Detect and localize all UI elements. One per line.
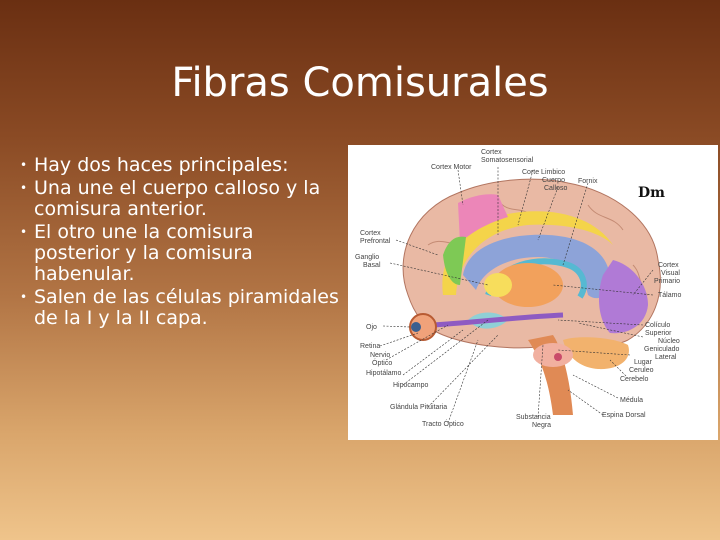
bullet-dot-icon: • xyxy=(20,181,28,195)
label-tracto-optico: Tracto Óptico xyxy=(422,419,464,428)
bullet-dot-icon: • xyxy=(20,225,28,239)
label-coliculo: Colículo xyxy=(645,322,670,329)
bullet-item: • Salen de las células piramidales de la … xyxy=(20,287,340,329)
label-lugar-ceruleo: Lugar xyxy=(634,359,653,366)
bullet-item: • Hay dos haces principales: xyxy=(20,155,340,176)
label-retina: Retina xyxy=(360,343,380,350)
label-medula: Médula xyxy=(620,397,643,404)
label-ojo: Ojo xyxy=(366,324,377,331)
label-cortex-visual: Cortex xyxy=(658,262,679,269)
label-cortex-prefrontal-2: Prefrontal xyxy=(360,238,391,245)
brain-diagram: Dm Cortex Somatosensorial Cortex Motor C… xyxy=(348,145,718,440)
label-nucleo: Núcleo xyxy=(658,338,680,345)
bullet-text: El otro une la comisura posterior y la c… xyxy=(34,221,254,285)
brain-illustration: Dm Cortex Somatosensorial Cortex Motor C… xyxy=(355,149,681,429)
label-hipocampo: Hipocampo xyxy=(393,382,429,389)
label-cortex-somatosensorial-2: Somatosensorial xyxy=(481,157,534,164)
limbic-cortex-shape xyxy=(442,211,613,295)
label-nucleo-3: Lateral xyxy=(655,354,677,361)
label-cortex-motor: Cortex Motor xyxy=(431,164,472,171)
bullet-text: Una une el cuerpo calloso y la comisura … xyxy=(34,177,321,220)
bullet-item: • Una une el cuerpo calloso y la comisura… xyxy=(20,178,340,220)
label-cerebelo: Cerebelo xyxy=(620,376,649,383)
visual-cortex-shape xyxy=(598,260,648,334)
label-nucleo-2: Geniculado xyxy=(644,346,680,353)
label-ganglio-basal-2: Basal xyxy=(363,262,381,269)
label-glandula-pituitaria: Glándula Pituitaria xyxy=(390,404,447,411)
label-lugar-ceruleo-2: Ceruleo xyxy=(629,367,654,374)
label-sustancia-negra-2: Negra xyxy=(532,422,551,429)
bullet-item: • El otro une la comisura posterior y la … xyxy=(20,222,340,285)
label-talamo: Tálamo xyxy=(658,292,681,299)
bullet-text: Hay dos haces principales: xyxy=(34,154,289,176)
bullet-dot-icon: • xyxy=(20,158,28,172)
label-cortex-visual-2: Visual xyxy=(661,270,680,277)
motor-cortex-shape xyxy=(458,194,508,243)
label-coliculo-2: Superior xyxy=(645,330,672,337)
slide-title: Fibras Comisurales xyxy=(171,60,549,106)
logo-mark: Dm xyxy=(638,185,665,201)
label-fornix: Fornix xyxy=(578,178,598,185)
label-cuerpo: Cuerpo xyxy=(542,177,565,184)
label-espina-dorsal: Espina Dorsal xyxy=(602,412,646,419)
label-sustancia-negra: Substancia xyxy=(516,414,551,421)
bullet-text: Salen de las células piramidales de la I… xyxy=(34,286,339,329)
cerebellum-shape xyxy=(563,337,629,370)
label-ganglio-basal: Ganglio xyxy=(355,254,379,261)
label-corte-limbico: Corte Limbico xyxy=(522,169,565,176)
bullet-list: • Hay dos haces principales: • Una une el … xyxy=(20,155,340,331)
corpus-callosum-shape xyxy=(463,234,610,299)
thalamus-shape xyxy=(493,263,563,307)
label-cortex-visual-3: Primario xyxy=(654,278,680,285)
prefrontal-shape xyxy=(443,236,466,285)
label-cortex-somatosensorial: Cortex xyxy=(481,149,502,156)
label-nervio-optico: Nervio xyxy=(370,352,390,359)
label-hipotalamo: Hipotálamo xyxy=(366,370,402,377)
label-calloso: Calloso xyxy=(544,185,567,192)
label-cortex-prefrontal: Cortex xyxy=(360,230,381,237)
bullet-dot-icon: • xyxy=(20,290,28,304)
label-nervio-optico-2: Óptico xyxy=(372,358,392,367)
